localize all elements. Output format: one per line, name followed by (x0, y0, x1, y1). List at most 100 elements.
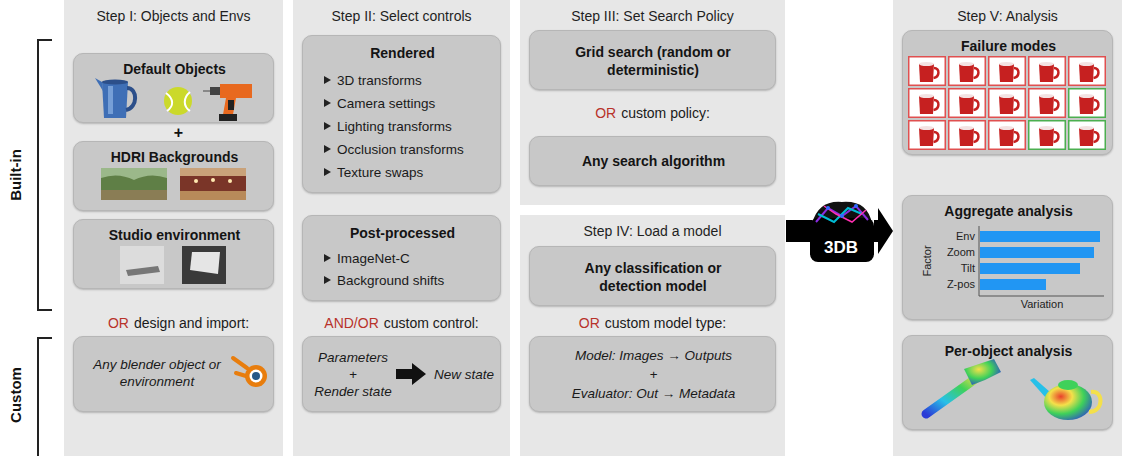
box-title: Rendered (303, 44, 502, 62)
chart-axis-label: Tilt (929, 262, 975, 275)
panel-heading: Step V: Analysis (893, 8, 1122, 25)
failure-thumbnail (988, 56, 1026, 86)
italic-note: + (311, 366, 395, 383)
group-label: Built-in (7, 149, 25, 201)
3db-logo (810, 202, 874, 262)
drill-icon (203, 90, 210, 92)
bar-chart (979, 226, 1104, 296)
failure-thumbnail (1029, 89, 1066, 118)
step-panel: Step II: Select controlsRendered3D trans… (293, 0, 510, 456)
or-keyword: OR (108, 315, 129, 332)
hdri-thumbnail (101, 190, 167, 200)
failure-thumbnail (949, 57, 986, 86)
hdri-thumbnail (180, 168, 246, 176)
failure-thumbnail (948, 88, 986, 118)
option-box: Per-object analysis (902, 335, 1113, 430)
chart-axis-label: Variation (981, 298, 1103, 311)
blender-logo (236, 373, 246, 376)
option-box: Any classification or detection model (529, 246, 776, 306)
ball-icon (166, 93, 172, 111)
italic-note: New state (429, 366, 499, 383)
failure-thumbnail (1028, 56, 1066, 86)
box-title: Post-processed (303, 224, 502, 242)
bar-chart (980, 247, 1094, 258)
option-note: custom model type: (605, 315, 726, 332)
or-keyword: AND/OR (324, 315, 378, 332)
failure-thumbnail (1029, 121, 1066, 150)
chart-axis-label: Env (929, 230, 975, 243)
box-title: Default Objects (74, 60, 275, 78)
failure-thumbnail (908, 120, 946, 150)
box-title: Studio environment (74, 226, 275, 244)
hdri-thumbnail (180, 168, 246, 200)
failure-thumbnail (989, 57, 1026, 86)
bar-chart (980, 263, 1080, 274)
heatmap-figure (1044, 384, 1092, 420)
chart-axis-label: Z-pos (929, 278, 975, 291)
studio-thumbnail (182, 246, 226, 284)
ball-icon (164, 87, 192, 115)
failure-thumbnail (1069, 121, 1106, 150)
drill-icon (203, 84, 252, 121)
transform-arrow (396, 363, 426, 385)
failure-thumbnail (909, 57, 1106, 150)
option-note: design and import: (134, 315, 249, 332)
panel-heading: Step II: Select controls (293, 8, 510, 25)
box-title: Per-object analysis (903, 342, 1114, 360)
or-keyword: OR (595, 105, 616, 122)
option-box: Post-processedImageNet-CBackground shift… (302, 215, 501, 301)
italic-note: Evaluator: Out → Metadata (530, 385, 777, 402)
list-item: Occlusion transforms (337, 141, 497, 158)
failure-thumbnail (1028, 88, 1066, 118)
pitcher-icon (126, 88, 135, 110)
3db-logo (810, 218, 874, 262)
failure-thumbnail (1068, 120, 1106, 150)
blender-logo (233, 358, 247, 368)
drill-icon (228, 100, 234, 110)
pipeline-arrow-tail (786, 220, 812, 242)
ball-icon (164, 87, 192, 115)
panel-heading: Step IV: Load a model (520, 223, 785, 240)
3db-logo (816, 206, 868, 222)
3db-logo (818, 208, 862, 222)
option-box: Studio environment (73, 219, 274, 289)
drill-icon (219, 114, 237, 121)
drill-icon (210, 87, 220, 95)
blender-logo (250, 370, 263, 383)
box-title: Aggregate analysis (903, 202, 1114, 220)
list-item: ImageNet-C (337, 250, 497, 267)
panel-heading: Step I: Objects and Envs (64, 8, 283, 25)
heatmap-figure (926, 377, 978, 414)
bar-chart (980, 279, 1046, 290)
or-keyword: OR (579, 315, 600, 332)
3db-logo (812, 202, 872, 224)
failure-thumbnail (908, 56, 946, 86)
option-box: Model: Images → Outputs+Evaluator: Out →… (529, 336, 776, 412)
failure-thumbnail (909, 121, 946, 150)
bar-chart (979, 226, 1104, 296)
3db-logo (854, 204, 858, 208)
drill-icon (220, 84, 252, 120)
failure-thumbnail (989, 121, 1026, 150)
heatmap-figure (926, 359, 1101, 420)
failure-thumbnail (948, 120, 986, 150)
failure-thumbnail (1068, 56, 1106, 86)
pitcher-icon (102, 80, 128, 85)
bar-chart (980, 231, 1100, 242)
box-title: Failure modes (903, 37, 1114, 55)
italic-note: + (530, 366, 777, 383)
failure-thumbnail (908, 88, 946, 118)
option-note: custom policy: (621, 105, 710, 122)
plus-sign: + (174, 125, 183, 141)
step-panel: Step III: Set Search PolicyGrid search (… (520, 0, 785, 205)
box-title: Grid search (random or deterministic) (558, 43, 748, 79)
hdri-thumbnail (180, 191, 246, 200)
italic-note: Render state (311, 383, 395, 400)
transform-arrow (396, 363, 426, 385)
list-item: Camera settings (337, 95, 497, 112)
hdri-thumbnail (194, 179, 198, 183)
panel-heading: Step III: Set Search Policy (520, 8, 785, 25)
option-box: Any blender object or environment (73, 336, 274, 412)
failure-thumbnail (1069, 89, 1106, 118)
option-box: Grid search (random or deterministic) (529, 30, 776, 90)
